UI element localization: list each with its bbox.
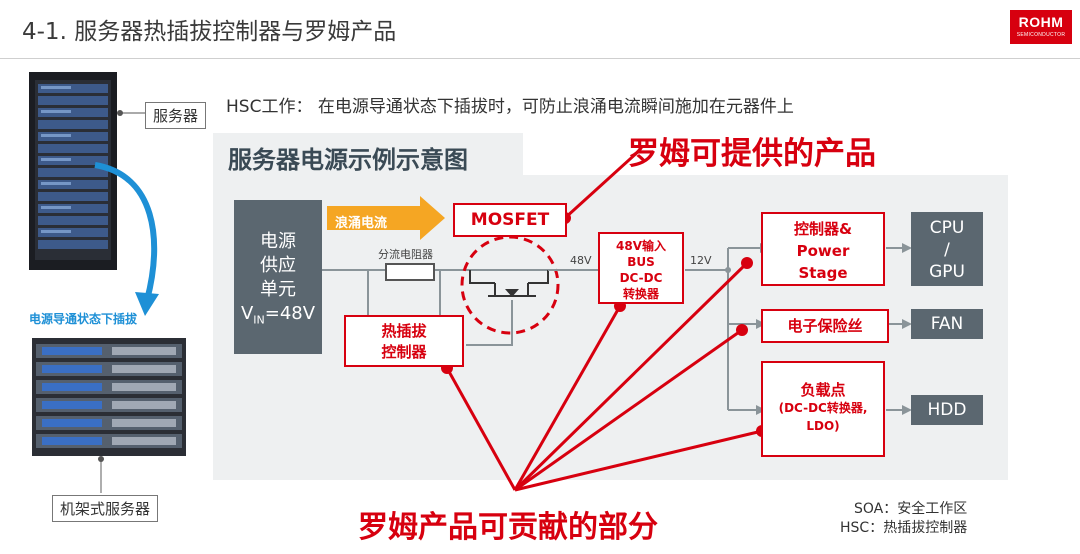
abbreviation-notes: SOA：安全工作区 HSC：热插拔控制器 [840,500,967,538]
logo-brand: ROHM [1018,14,1064,30]
bus-line4: 转换器 [622,287,659,301]
hot-swap-controller-box: 热插拔 控制器 [344,315,464,367]
mosfet-box: MOSFET [453,203,567,237]
hsc-line2: 控制器 [381,343,427,361]
rack-callout-line [98,456,104,493]
rohm-logo: ROHM SEMICONDUCTOR [1010,10,1072,44]
rack-server-callout: 机架式服务器 [52,495,159,522]
diagram-title-tab [213,133,523,175]
hdd-box: HDD [911,395,983,425]
rack-servers-image [32,338,186,456]
bus-dcdc-converter-box: 48V输入 BUS DC-DC 转换器 [598,232,684,304]
psu-line2: 供应 [260,255,296,276]
hsc-description: HSC工作： 在电源导通状态下插拔时，可防止浪涌电流瞬间施加在元器件上 [226,97,794,117]
pol-line3: LDO) [806,419,840,433]
server-rack-image [29,72,117,270]
note-hsc: HSC：热插拔控制器 [840,520,968,536]
ctrl-line2: Power [796,242,850,260]
rohm-offer-heading: 罗姆可提供的产品 [628,136,876,172]
fan-box: FAN [911,309,983,339]
cpu-line2: / [944,240,950,260]
shunt-resistor [385,263,435,281]
hsc-line1: 热插拔 [381,322,427,340]
server-callout-line [117,110,145,116]
note-soa: SOA：安全工作区 [853,501,968,517]
cpu-gpu-box: CPU / GPU [911,212,983,286]
v12-label: 12V [690,254,712,267]
title-divider [0,58,1080,59]
point-of-load-box: 负载点 (DC-DC转换器, LDO) [761,361,885,457]
psu-vin: VIN=48V [234,302,322,333]
bus-line2: BUS [627,255,655,269]
shunt-label: 分流电阻器 [378,248,433,261]
pol-line2: (DC-DC转换器, [778,401,868,415]
logo-sub: SEMICONDUCTOR [1016,32,1066,38]
diagram-title: 服务器电源示例示意图 [228,146,468,174]
ctrl-line3: Stage [798,264,848,282]
vin-prefix: V [240,303,254,324]
vin-value: =48V [264,303,316,324]
psu-line1: 电源 [260,231,296,252]
server-callout: 服务器 [145,102,207,129]
cpu-line1: CPU [929,218,965,238]
pol-line1: 负载点 [800,381,846,399]
bus-line3: DC-DC [619,271,663,285]
rohm-contribution-heading: 罗姆产品可贡献的部分 [358,510,658,545]
inrush-label: 浪涌电流 [335,216,388,231]
ctrl-line1: 控制器& [793,220,853,238]
efuse-box: 电子保险丝 [761,309,889,343]
cpu-line3: GPU [929,262,965,282]
power-supply-unit: 电源 供应 单元 VIN=48V [234,200,322,354]
v48-label: 48V [570,254,592,267]
controller-power-stage-box: 控制器& Power Stage [761,212,885,286]
plug-label: 电源导通状态下插拔 [29,312,138,326]
vin-sub: IN [253,313,265,327]
psu-line3: 单元 [260,279,296,300]
page-title: 4-1. 服务器热插拔控制器与罗姆产品 [22,19,397,45]
bus-line1: 48V输入 [616,239,666,253]
plug-arrow [94,162,159,316]
